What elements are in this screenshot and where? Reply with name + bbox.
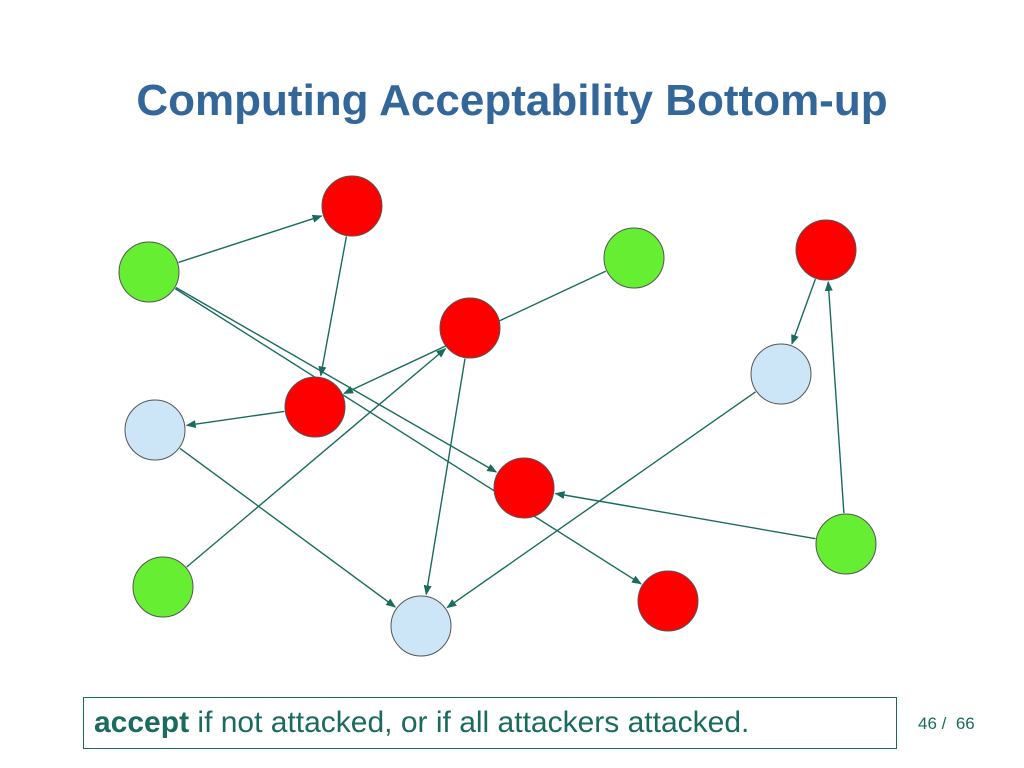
attack-edge-n11-n10 [554, 491, 816, 540]
argument-node-defeated-n1 [321, 175, 383, 237]
attack-edge-n8-n9 [185, 410, 285, 429]
acceptance-rule-box: accept if not attacked, or if all attack… [83, 697, 897, 749]
argument-node-defended-n7 [750, 343, 812, 405]
attack-edge-n9-n13 [179, 447, 397, 608]
argument-node-defeated-n5 [439, 297, 501, 359]
attack-edge-n11-n3 [824, 280, 845, 514]
page-current: 46 [918, 714, 937, 733]
attack-edge-n2-n10 [175, 286, 498, 473]
page-total: 66 [955, 714, 975, 733]
nodes-layer [118, 175, 877, 657]
argument-node-defended-n9 [124, 399, 186, 461]
attack-edge-n2-n14 [174, 288, 642, 585]
argument-node-defeated-n3 [795, 219, 857, 281]
argument-node-unattacked-n4 [603, 227, 665, 289]
slide-title: Computing Acceptability Bottom-up [136, 76, 888, 125]
edges-layer [174, 214, 845, 609]
argument-node-defeated-n10 [493, 457, 555, 519]
argument-node-unattacked-n11 [815, 513, 877, 575]
argument-node-defeated-n8 [284, 376, 346, 438]
attack-edge-n3-n7 [791, 278, 817, 345]
argument-node-unattacked-n12 [132, 556, 194, 618]
attack-edge-n1-n8 [318, 236, 348, 377]
rule-text: if not attacked, or if all attackers att… [189, 706, 750, 739]
page-separator: / [936, 714, 956, 733]
attack-edge-n7-n13 [446, 391, 757, 609]
argument-node-defended-n13 [390, 595, 452, 657]
rule-keyword: accept [94, 706, 190, 739]
argument-node-unattacked-n2 [118, 241, 180, 303]
page-number: 46 / 66 [918, 714, 975, 734]
attack-edge-n2-n1 [178, 214, 323, 264]
attack-edge-n12-n5 [186, 347, 447, 568]
attack-edge-n5-n13 [423, 358, 466, 596]
argument-node-defeated-n14 [637, 570, 699, 632]
